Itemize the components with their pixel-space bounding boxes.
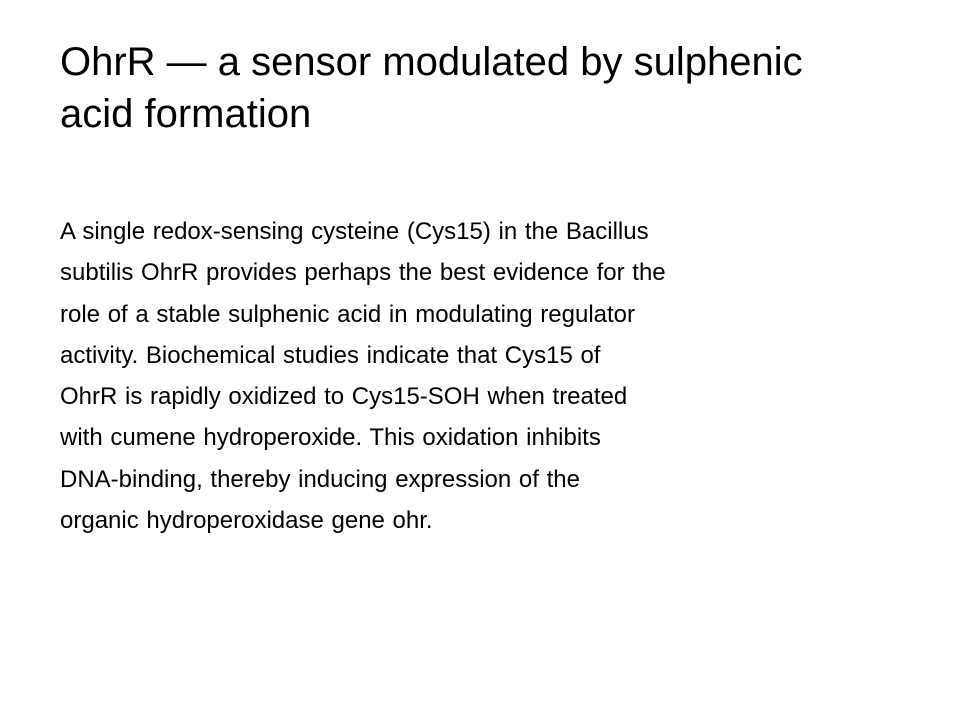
slide-body-text: A single redox-sensing cysteine (Cys15) … <box>60 211 920 541</box>
body-text-line: organic hydroperoxidase gene ohr. <box>60 507 433 535</box>
body-text-line: DNA-binding, thereby inducing expression… <box>60 465 580 493</box>
body-text-line: subtilis OhrR provides perhaps the best … <box>60 259 666 287</box>
body-text-line: role of a stable sulphenic acid in modul… <box>60 300 636 328</box>
body-text-line: OhrR is rapidly oxidized to Cys15-SOH wh… <box>60 383 628 411</box>
body-text-line: A single redox-sensing cysteine (Cys15) … <box>60 218 649 245</box>
body-text-line: activity. Biochemical studies indicate t… <box>60 341 601 369</box>
slide-title-line: OhrR — a sensor modulated by sulphenic <box>60 40 803 84</box>
body-text-line: with cumene hydroperoxide. This oxidatio… <box>60 424 601 452</box>
slide-title-line: acid formation <box>60 92 312 136</box>
slide-title: OhrR — a sensor modulated by sulphenic a… <box>60 36 920 140</box>
